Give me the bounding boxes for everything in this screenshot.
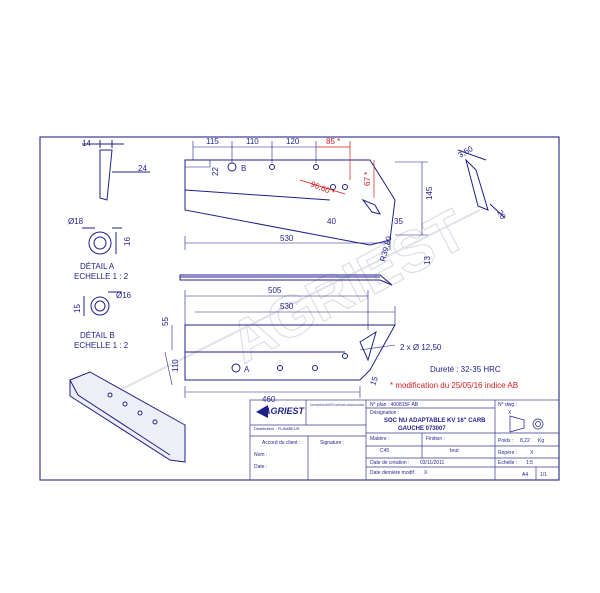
dim-24: 24 [138,164,147,173]
scale-label: Echelle : [498,460,517,466]
weight-label: Poids : [498,438,513,444]
section-view-right [457,149,506,219]
material-value: C45 [380,448,389,454]
dim-22: 22 [211,167,220,176]
hole-label-b: B [241,164,246,173]
brand-logo-icon [256,405,268,418]
detail-b-dia: Ø16 [116,291,132,300]
designation-line-2: GAUCHE 073007 [398,426,446,432]
repere-label: Repère : [498,450,517,456]
distributor-label: Distributeur : FLAMBEUR [254,426,300,431]
creation-value: 03/11/2011 [420,460,445,466]
creation-label: Date de création : [370,460,409,466]
detail-a-scale: ECHELLE 1 : 2 [74,272,129,281]
repere-value: X [530,450,534,456]
dim-40: 40 [327,217,336,226]
weight-value: 8,22 [520,438,530,444]
projection-symbol-icon [509,415,544,433]
dim-110-bottom: 110 [171,359,180,372]
dim-530-bottom: 530 [280,302,294,311]
detail-b-scale: ECHELLE 1 : 2 [74,341,129,350]
modified-dimension-lines [299,141,375,198]
detail-b-view [83,291,122,316]
finish-label: Finition : [426,436,445,442]
title-block-grid [249,399,560,481]
dim-115: 115 [206,137,219,146]
detail-b-title: DÉTAIL B [80,331,115,340]
dim-35: 35 [394,217,403,226]
detail-b-dim-15: 15 [73,304,82,313]
dim-530-top: 530 [280,234,294,243]
dim-110: 110 [246,137,259,146]
detail-a-dim-16: 16 [123,237,132,246]
holes-callout: 2 x Ø 12,50 [400,343,442,352]
hole-label-a: A [244,365,250,374]
finish-value: brut [450,448,459,454]
signature-label: Signature : [320,440,344,446]
name-label: Nom : [254,452,267,458]
section-view-left [82,140,150,201]
hardness-note: Dureté : 32-35 HRC [430,365,501,374]
owner-note: Ce plan est la propriété de la société A… [310,402,364,407]
dim-14: 14 [82,139,91,148]
lower-part-view [184,324,396,381]
material-label: Matière : [370,436,389,442]
dim-505: 505 [268,286,282,295]
brand-name: AGRIEST [263,406,306,416]
lastmod-label: Date dernière modif : [370,470,417,476]
lastmod-value: X [424,470,428,476]
dim-67-modified: 67 * [363,172,372,186]
detail-a-dia: Ø18 [68,217,84,226]
scale-value: 1:5 [526,460,533,466]
dim-460: 460 [262,395,276,404]
isometric-view [69,371,186,463]
dim-145: 145 [425,186,434,200]
dim-13: 13 [423,256,432,265]
plan-number: N° plan : 400815F AB [370,402,419,408]
sheet-number: 1/1 [540,472,547,478]
client-label: Accord du client : [262,440,300,446]
weight-unit: Kg [538,438,544,444]
detail-a-title: DÉTAIL A [80,262,115,271]
dim-85-modified: 85 * [326,137,340,146]
edge-view [179,274,393,286]
detail-a-view [82,227,122,255]
dwg-label: N° dwg : [498,402,517,408]
designation-line-1: SOC NU ADAPTABLE KV 16" CARB [384,418,486,424]
dwg-value: X [508,410,512,416]
sheet-format: A4 [522,472,528,478]
dim-120: 120 [286,137,300,146]
date-label: Date : [254,464,267,470]
dim-55: 55 [161,317,170,326]
lower-dimension-lines [164,290,396,398]
modification-note: * modification du 25/05/16 indice AB [390,381,518,390]
dim-15-bottom: 15 [368,375,380,387]
designation-label: Désignation : [370,410,399,416]
upper-dimension-lines [184,141,428,250]
